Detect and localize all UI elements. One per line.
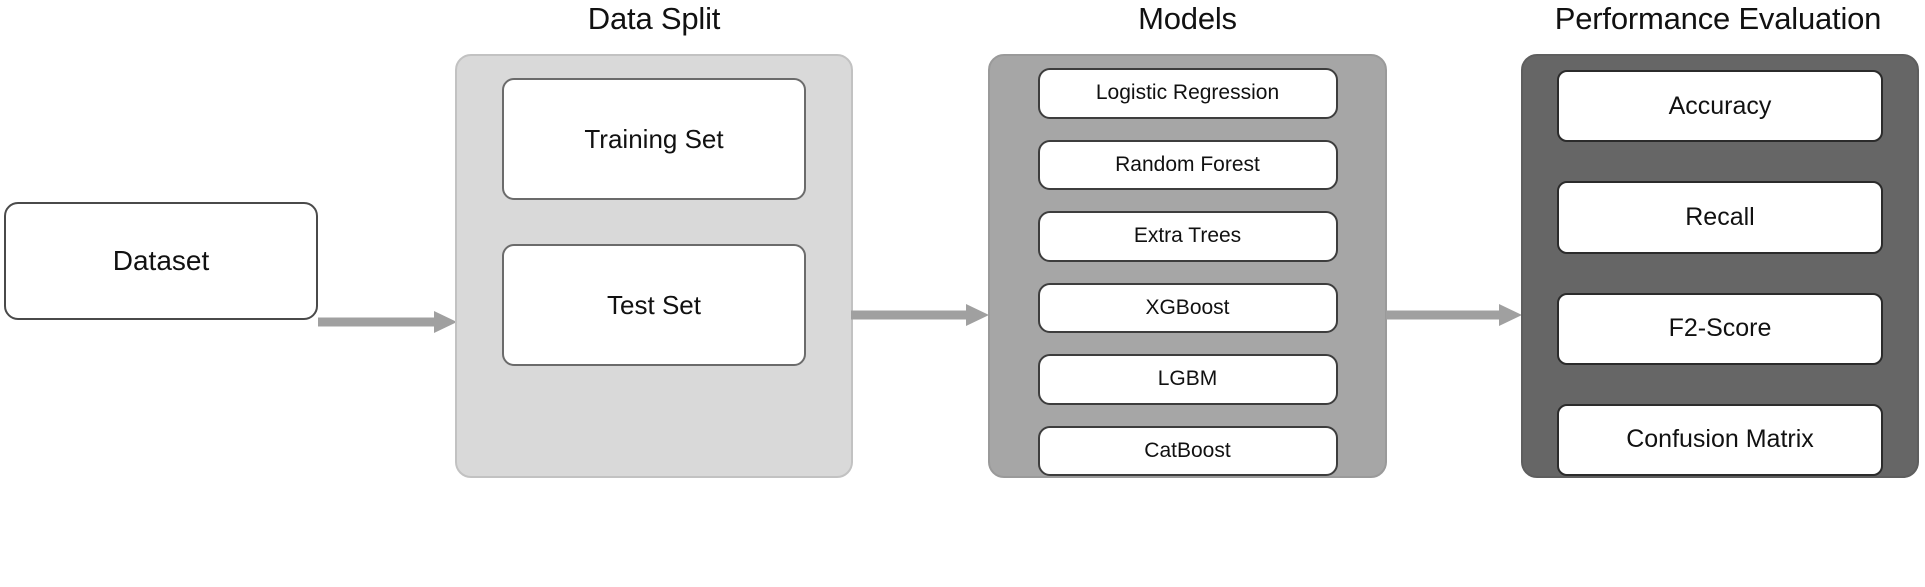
- card-catboost[interactable]: CatBoost: [1037, 425, 1338, 476]
- card-extra-trees-label: Extra Trees: [1133, 224, 1242, 248]
- arrow-dataset-to-data-split: [318, 310, 458, 334]
- card-test-set[interactable]: Test Set: [502, 244, 806, 366]
- card-extra-trees[interactable]: Extra Trees: [1037, 211, 1338, 262]
- card-test-set-label: Test Set: [607, 289, 701, 320]
- stage-title-performance-evaluation: Performance Evaluation: [1554, 1, 1882, 36]
- card-lgbm[interactable]: LGBM: [1037, 354, 1338, 405]
- card-random-forest[interactable]: Random Forest: [1037, 139, 1338, 190]
- card-training-set[interactable]: Training Set: [502, 78, 806, 200]
- dataset-node: Dataset: [4, 202, 318, 320]
- panel-models: Logistic Regression Random Forest Extra …: [988, 54, 1387, 478]
- card-f2-score[interactable]: F2-Score: [1557, 292, 1883, 365]
- arrow-data-split-to-models: [851, 303, 990, 327]
- card-confusion-matrix-label: Confusion Matrix: [1626, 425, 1814, 454]
- card-f2-score-label: F2-Score: [1668, 314, 1772, 343]
- card-recall-label: Recall: [1685, 202, 1755, 231]
- arrow-models-to-performance-evaluation: [1386, 303, 1523, 327]
- card-lgbm-label: LGBM: [1157, 367, 1218, 391]
- card-accuracy[interactable]: Accuracy: [1557, 70, 1883, 143]
- stage-title-models: Models: [1138, 1, 1237, 36]
- card-recall[interactable]: Recall: [1557, 181, 1883, 254]
- card-confusion-matrix[interactable]: Confusion Matrix: [1557, 403, 1883, 476]
- card-random-forest-label: Random Forest: [1115, 152, 1260, 176]
- card-accuracy-label: Accuracy: [1668, 91, 1772, 120]
- card-catboost-label: CatBoost: [1144, 438, 1231, 462]
- card-xgboost[interactable]: XGBoost: [1037, 282, 1338, 333]
- card-training-set-label: Training Set: [584, 123, 724, 154]
- card-logistic-regression[interactable]: Logistic Regression: [1037, 68, 1338, 119]
- dataset-node-label: Dataset: [112, 245, 210, 276]
- panel-data-split: Training Set Test Set: [455, 54, 853, 478]
- panel-performance-evaluation: Accuracy Recall F2-Score Confusion Matri…: [1521, 54, 1919, 478]
- card-logistic-regression-label: Logistic Regression: [1095, 81, 1280, 105]
- card-xgboost-label: XGBoost: [1145, 295, 1230, 319]
- stage-title-data-split: Data Split: [587, 1, 721, 36]
